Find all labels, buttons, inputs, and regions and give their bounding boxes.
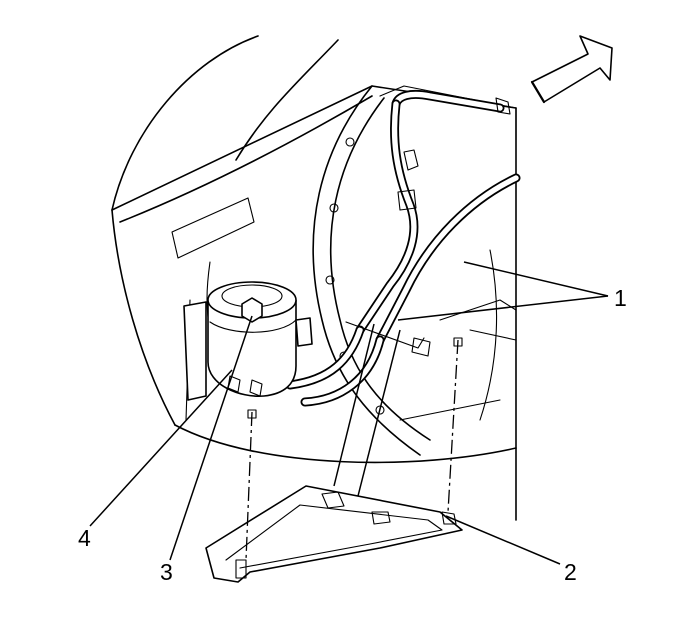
callout-1: 1 — [614, 285, 627, 311]
callout-2: 2 — [564, 559, 577, 585]
callout-4: 4 — [78, 525, 91, 551]
leader-lines — [89, 261, 609, 565]
frame-rail — [312, 85, 431, 456]
fastener-lines — [245, 337, 463, 561]
callout-3: 3 — [160, 559, 173, 585]
shield-bracket — [205, 485, 463, 583]
fuel-lines — [285, 89, 521, 407]
front-arrow-icon — [530, 35, 613, 104]
